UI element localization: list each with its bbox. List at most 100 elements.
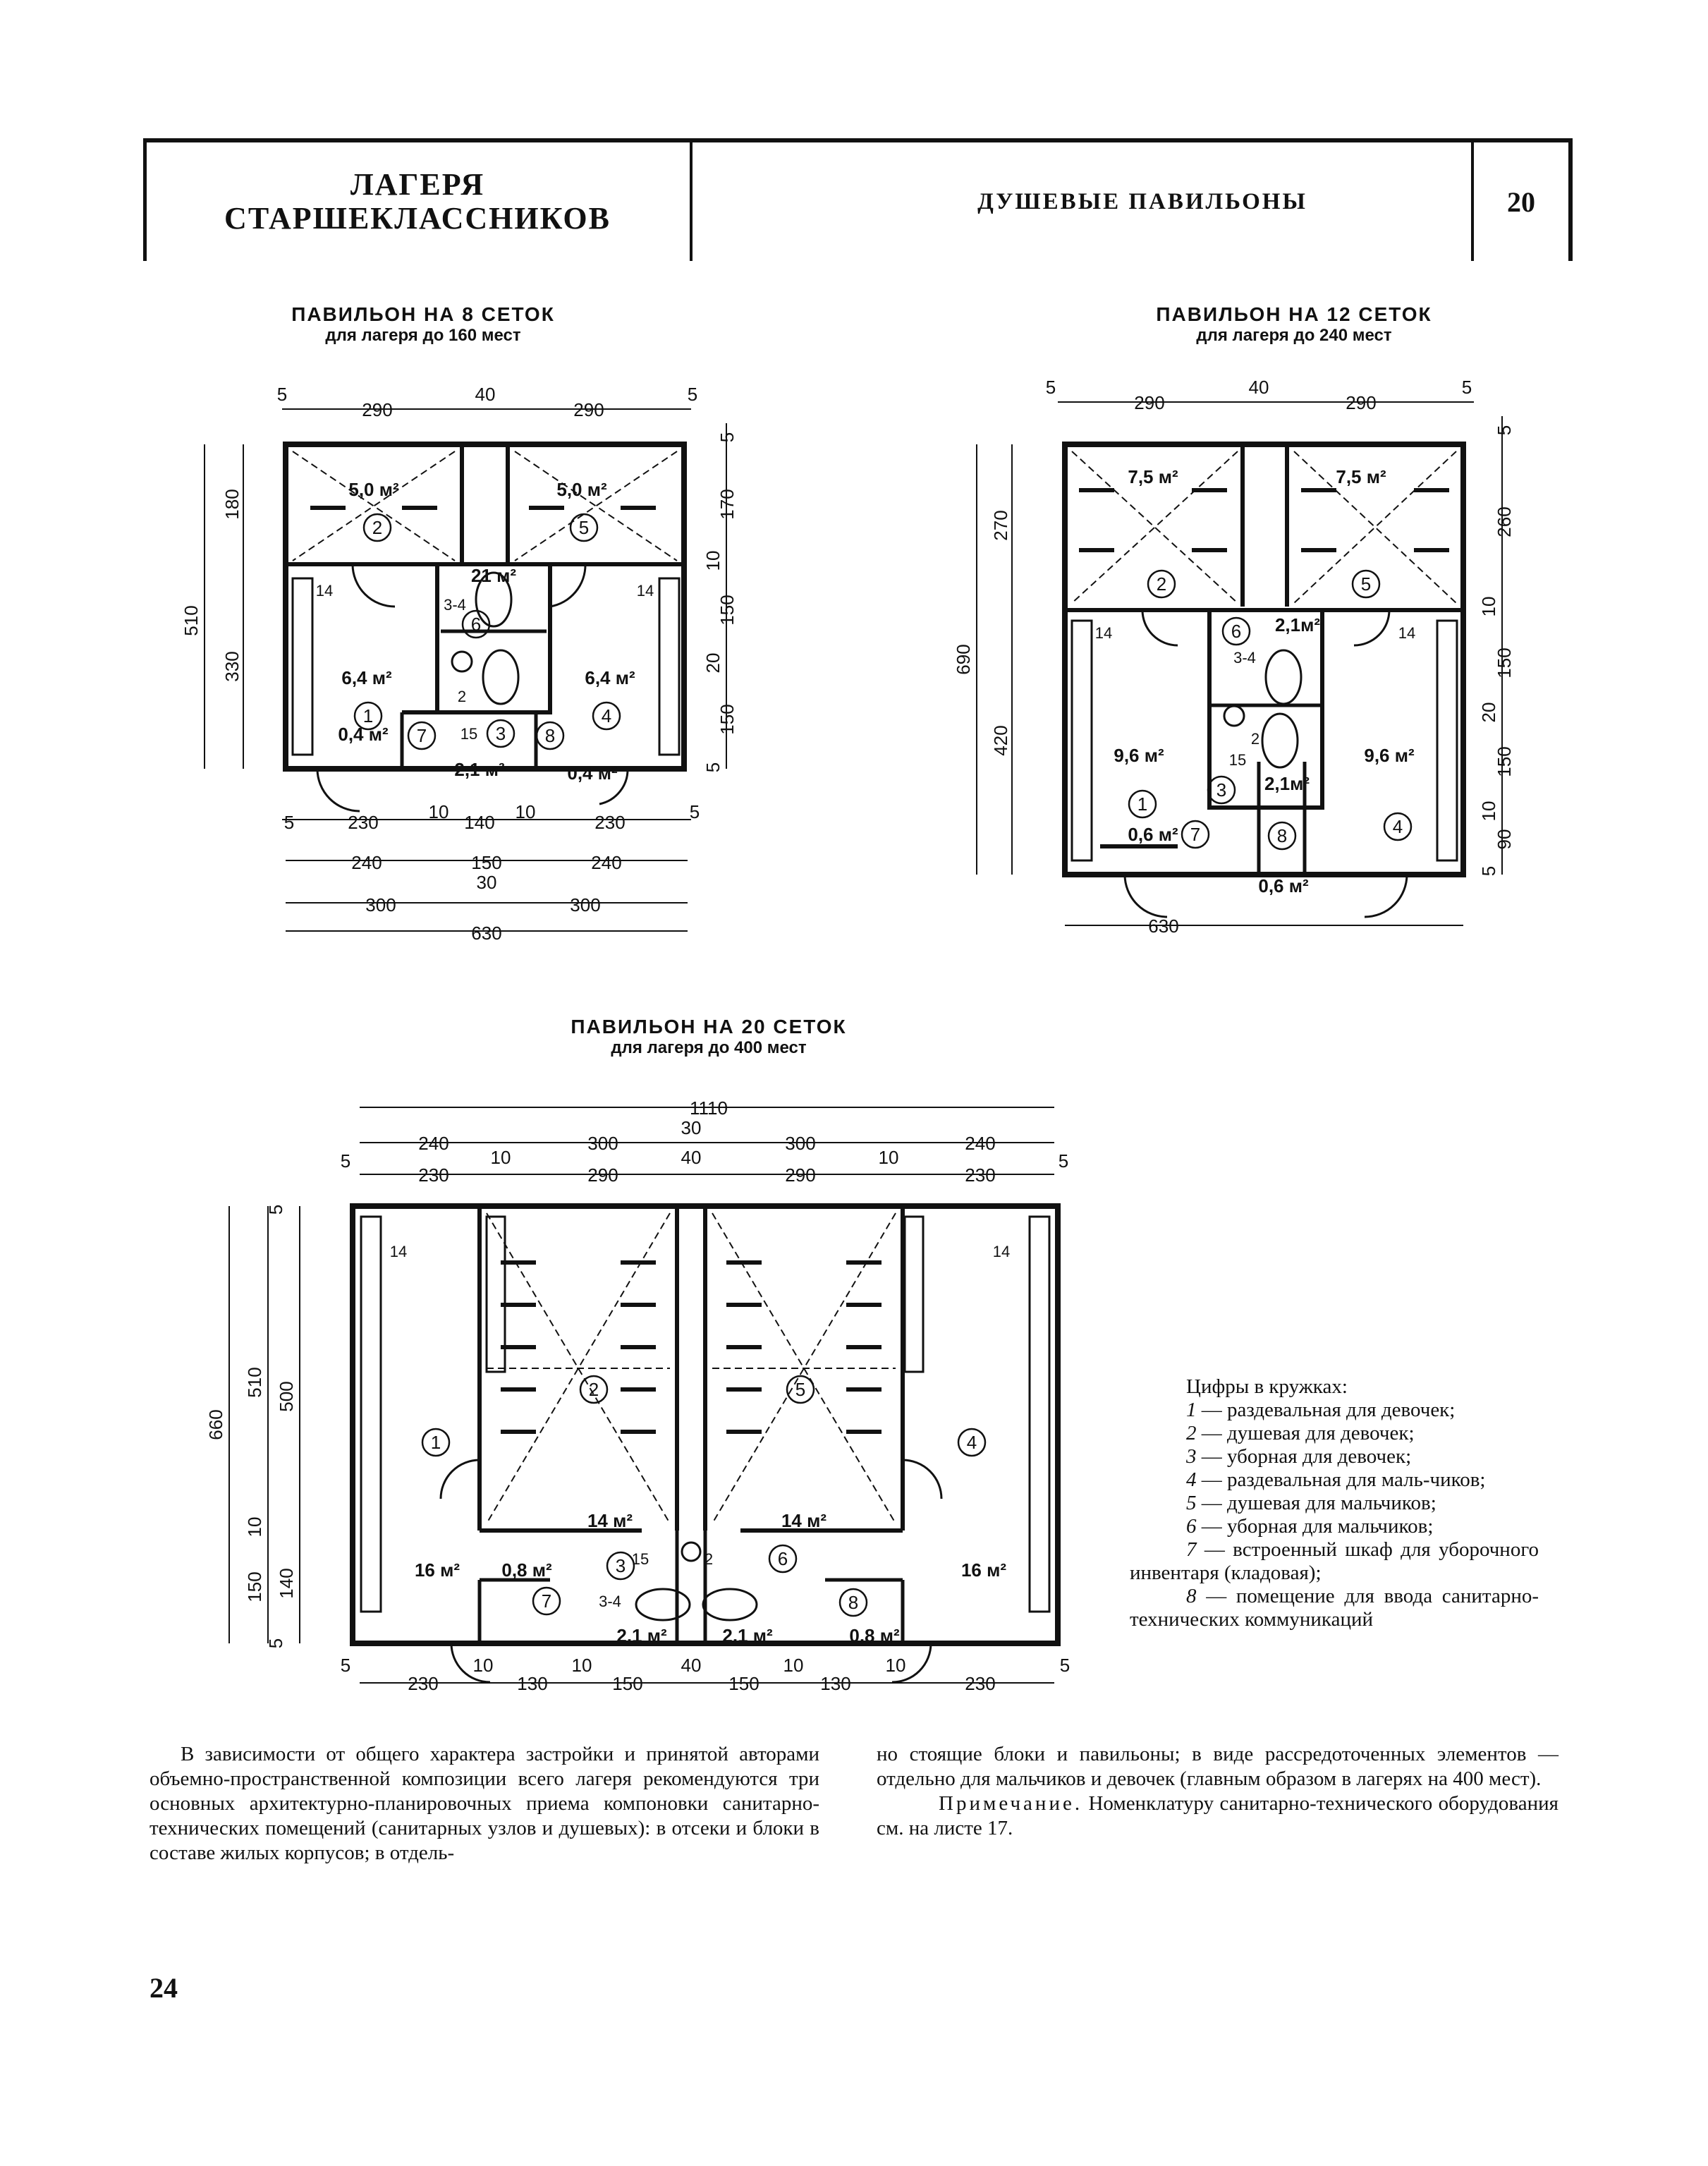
svg-text:230: 230 xyxy=(965,1164,995,1186)
svg-text:10: 10 xyxy=(473,1655,494,1676)
svg-text:2,1м²: 2,1м² xyxy=(1275,614,1320,635)
room-legend: Цифры в кружках: 1 — раздевальная для де… xyxy=(1130,1375,1539,1631)
svg-text:0,6 м²: 0,6 м² xyxy=(1258,875,1309,896)
svg-text:240: 240 xyxy=(965,1133,995,1154)
svg-text:2,1 м²: 2,1 м² xyxy=(616,1625,667,1646)
svg-text:10: 10 xyxy=(516,801,536,822)
svg-text:1110: 1110 xyxy=(690,1097,728,1119)
svg-text:3-4: 3-4 xyxy=(444,596,466,614)
svg-text:5: 5 xyxy=(1494,425,1515,435)
plan12-drawing: 5 290 40 290 5 7,5 м² 7,5 м² 2,1м² 9,6 м… xyxy=(953,377,1515,937)
svg-text:5: 5 xyxy=(688,384,697,405)
legend-item: 2 — душевая для девочек; xyxy=(1186,1422,1415,1444)
svg-text:0,4 м²: 0,4 м² xyxy=(567,762,618,784)
svg-text:150: 150 xyxy=(716,595,738,625)
svg-text:5: 5 xyxy=(1060,1655,1070,1676)
svg-text:0,6 м²: 0,6 м² xyxy=(1128,824,1178,845)
legend-item: 7 — встроенный шкаф для уборочного инвен… xyxy=(1130,1538,1539,1584)
svg-text:6,4 м²: 6,4 м² xyxy=(585,667,635,688)
legend-item: 1 — раздевальная для девочек; xyxy=(1186,1399,1456,1421)
svg-text:7: 7 xyxy=(1190,824,1200,845)
svg-text:40: 40 xyxy=(475,384,496,405)
svg-text:1: 1 xyxy=(1137,793,1147,815)
svg-text:2: 2 xyxy=(704,1550,713,1568)
svg-text:5: 5 xyxy=(690,801,700,822)
svg-text:140: 140 xyxy=(464,812,494,833)
svg-text:5: 5 xyxy=(265,1638,286,1648)
svg-text:170: 170 xyxy=(716,489,738,519)
svg-text:1: 1 xyxy=(431,1432,441,1453)
svg-text:5: 5 xyxy=(265,1205,286,1215)
svg-text:2: 2 xyxy=(458,688,466,705)
svg-text:240: 240 xyxy=(591,852,621,873)
svg-text:5,0 м²: 5,0 м² xyxy=(348,479,399,500)
svg-text:150: 150 xyxy=(728,1673,759,1694)
svg-text:290: 290 xyxy=(785,1164,815,1186)
svg-text:330: 330 xyxy=(221,651,243,681)
svg-text:20: 20 xyxy=(702,653,724,674)
svg-text:290: 290 xyxy=(573,399,604,420)
page-number: 24 xyxy=(150,1972,178,2004)
plan20-title: ПАВИЛЬОН НА 20 СЕТОК для лагеря до 400 м… xyxy=(571,1016,847,1057)
svg-text:6: 6 xyxy=(778,1548,788,1569)
svg-text:8: 8 xyxy=(1277,825,1287,846)
svg-text:5: 5 xyxy=(702,762,724,772)
svg-text:270: 270 xyxy=(990,510,1011,540)
svg-text:10: 10 xyxy=(886,1655,906,1676)
svg-text:14: 14 xyxy=(637,582,654,600)
svg-text:2,1 м²: 2,1 м² xyxy=(454,759,505,780)
legend-item: 8 — помещение для ввода санитарно-технич… xyxy=(1130,1585,1539,1631)
svg-text:510: 510 xyxy=(181,605,202,635)
svg-text:10: 10 xyxy=(879,1147,899,1168)
svg-text:1: 1 xyxy=(363,705,373,726)
svg-text:10: 10 xyxy=(244,1517,265,1538)
legend-title: Цифры в кружках: xyxy=(1186,1375,1348,1398)
svg-text:5: 5 xyxy=(1361,573,1371,595)
svg-text:10: 10 xyxy=(702,551,724,571)
svg-text:14: 14 xyxy=(993,1243,1010,1260)
svg-text:300: 300 xyxy=(785,1133,815,1154)
svg-text:230: 230 xyxy=(408,1673,438,1694)
svg-text:290: 290 xyxy=(587,1164,618,1186)
svg-text:150: 150 xyxy=(1494,746,1515,777)
svg-text:300: 300 xyxy=(570,894,600,915)
svg-text:150: 150 xyxy=(471,852,501,873)
svg-text:230: 230 xyxy=(965,1673,995,1694)
svg-text:2,1м²: 2,1м² xyxy=(1264,773,1310,794)
svg-text:630: 630 xyxy=(1148,915,1178,937)
svg-text:5: 5 xyxy=(341,1150,350,1172)
svg-text:510: 510 xyxy=(244,1367,265,1397)
svg-text:290: 290 xyxy=(362,399,392,420)
svg-text:14: 14 xyxy=(390,1243,407,1260)
header-divider xyxy=(690,142,693,261)
svg-text:150: 150 xyxy=(1494,647,1515,678)
svg-text:21 м²: 21 м² xyxy=(471,565,516,586)
svg-text:10: 10 xyxy=(572,1655,592,1676)
svg-text:5: 5 xyxy=(579,517,589,538)
svg-text:0,8 м²: 0,8 м² xyxy=(501,1559,552,1581)
svg-text:630: 630 xyxy=(471,923,501,944)
svg-text:300: 300 xyxy=(365,894,396,915)
body-text-left: В зависимости от общего характера застро… xyxy=(150,1743,819,1864)
header-divider xyxy=(1471,142,1474,261)
svg-text:230: 230 xyxy=(594,812,625,833)
svg-text:30: 30 xyxy=(681,1117,702,1138)
svg-text:240: 240 xyxy=(351,852,382,873)
svg-text:2,1 м²: 2,1 м² xyxy=(722,1625,773,1646)
svg-text:420: 420 xyxy=(990,725,1011,755)
svg-text:16 м²: 16 м² xyxy=(415,1559,460,1581)
svg-text:690: 690 xyxy=(953,644,974,674)
svg-text:8: 8 xyxy=(545,725,555,746)
svg-text:3: 3 xyxy=(496,723,506,744)
svg-text:7: 7 xyxy=(542,1590,551,1612)
svg-text:2: 2 xyxy=(589,1379,599,1400)
svg-text:5,0 м²: 5,0 м² xyxy=(556,479,607,500)
svg-text:40: 40 xyxy=(1249,377,1269,398)
svg-text:5: 5 xyxy=(1478,866,1499,876)
svg-text:16 м²: 16 м² xyxy=(961,1559,1006,1581)
plan8-title: ПАВИЛЬОН НА 8 СЕТОК для лагеря до 160 ме… xyxy=(291,303,555,345)
svg-text:290: 290 xyxy=(1134,392,1164,413)
svg-text:4: 4 xyxy=(967,1432,977,1453)
